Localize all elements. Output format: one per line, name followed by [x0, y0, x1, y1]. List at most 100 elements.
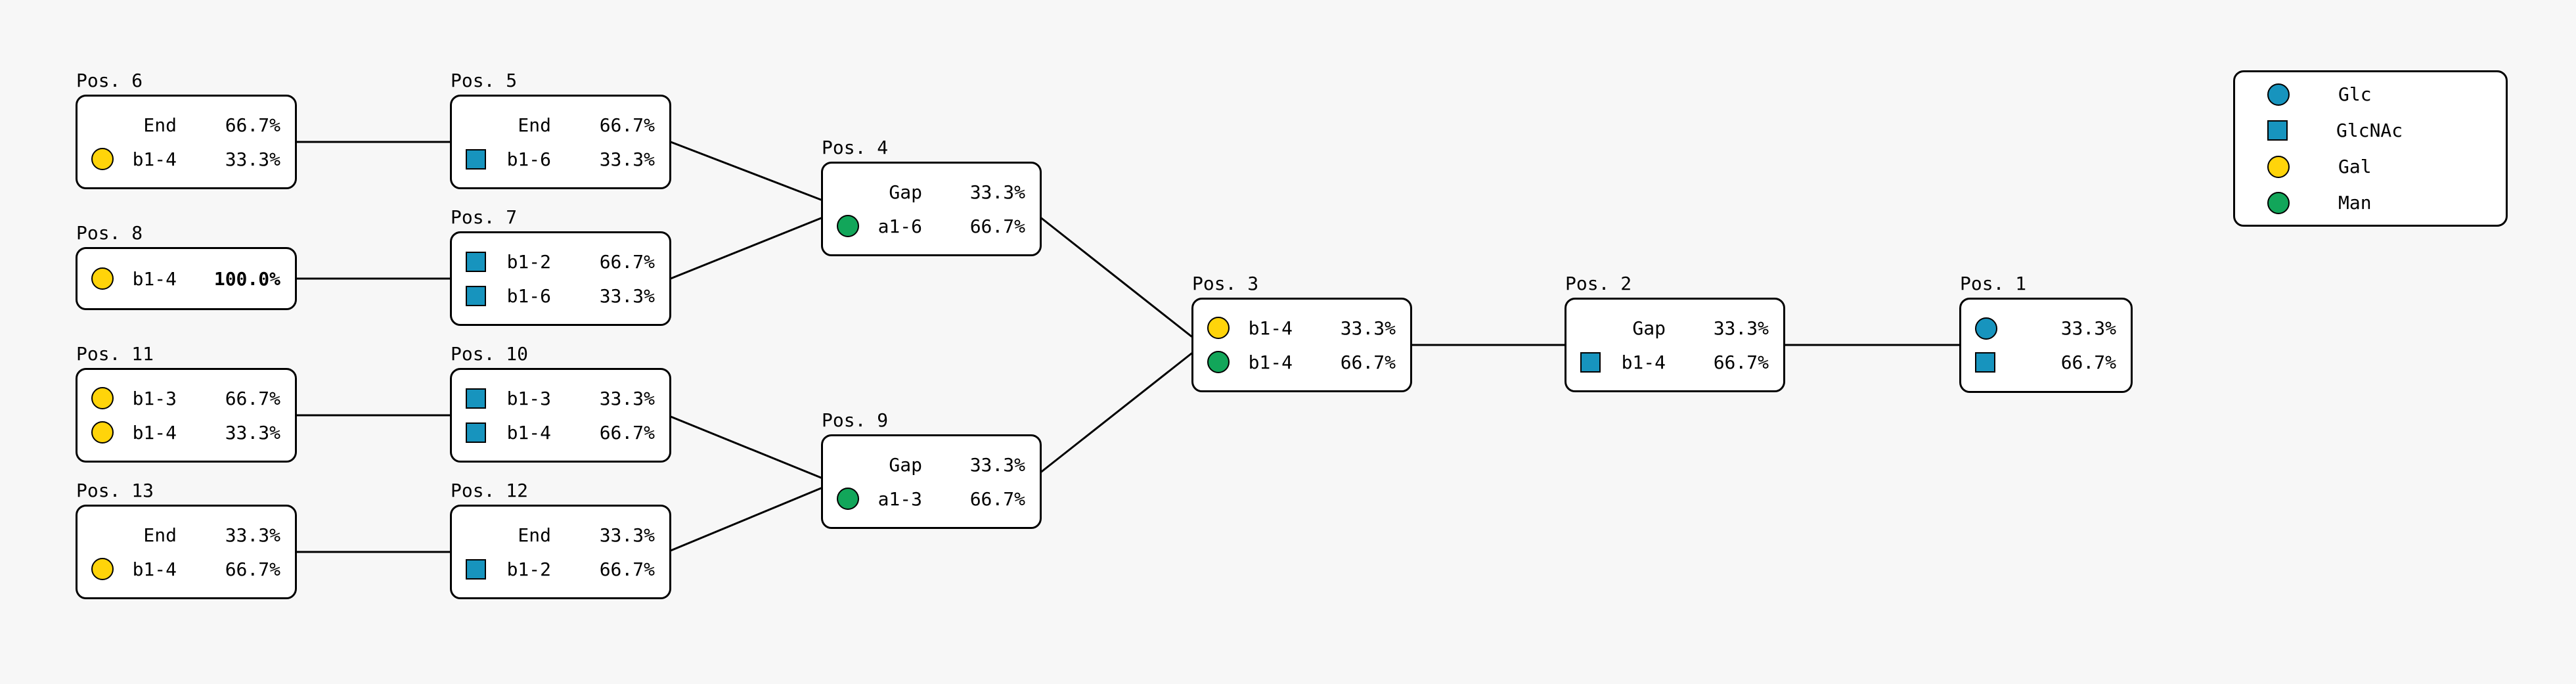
man-icon	[1207, 351, 1230, 373]
icon-cell	[823, 488, 860, 510]
percentage-value: 66.7%	[1340, 351, 1396, 373]
node-title: Pos. 6	[76, 70, 143, 91]
percentage-value: 33.3%	[225, 524, 280, 546]
icon-cell	[78, 387, 114, 409]
percentage-value: 33.3%	[969, 181, 1025, 203]
gal-icon	[91, 267, 114, 290]
gal-icon	[2267, 155, 2290, 178]
glc-icon	[2267, 83, 2290, 106]
percentage-value: 66.7%	[225, 558, 280, 580]
percentage-value: 100.0%	[213, 267, 280, 290]
legend-label: Glc	[2338, 83, 2372, 105]
percentage-value: 66.7%	[1713, 351, 1769, 373]
percentage-value: 66.7%	[599, 114, 655, 136]
linkage-label: b1-6	[506, 285, 551, 307]
node-row: 33.3%	[1961, 311, 2131, 346]
percentage-value: 66.7%	[969, 488, 1025, 510]
glcnac-icon	[466, 559, 486, 580]
node-title: Pos. 4	[822, 137, 889, 158]
glcnac-icon	[466, 285, 486, 306]
node-row: b1-4 66.7%	[1193, 345, 1410, 379]
linkage-label: End	[518, 524, 551, 546]
percentage-value: 66.7%	[2060, 352, 2116, 373]
percentage-value: 66.7%	[225, 387, 280, 409]
percentage-value: 33.3%	[1713, 317, 1769, 339]
percentage-value: 33.3%	[225, 148, 280, 170]
legend-item-glcnac: GlcNAc	[2235, 112, 2506, 148]
percentage-value: 33.3%	[2060, 317, 2116, 339]
linkage-label: b1-4	[132, 148, 177, 170]
percentage-value: 66.7%	[969, 215, 1025, 237]
gal-icon	[91, 148, 114, 170]
icon-cell	[78, 558, 114, 580]
gal-icon	[91, 558, 114, 580]
icon-cell	[1566, 352, 1603, 373]
node-title: Pos. 2	[1565, 273, 1632, 294]
node-title: Pos. 5	[451, 70, 518, 91]
icon-cell	[452, 559, 489, 580]
edge-line	[669, 415, 822, 479]
icon-cell	[452, 251, 489, 272]
edge-line	[1038, 352, 1193, 474]
glcnac-icon	[466, 148, 486, 170]
percentage-value: 33.3%	[225, 421, 280, 444]
node-row: b1-4 66.7%	[452, 415, 669, 449]
percentage-value: 33.3%	[599, 285, 655, 307]
node-row: b1-6 33.3%	[452, 279, 669, 313]
percentage-value: 33.3%	[969, 453, 1025, 476]
legend-label: Gal	[2338, 156, 2372, 177]
linkage-label: a1-6	[877, 215, 922, 237]
glcnac-icon	[1975, 352, 1995, 373]
edge-line	[669, 141, 822, 201]
node-title: Pos. 3	[1192, 273, 1259, 294]
icon-cell	[1193, 317, 1230, 339]
legend-item-man: Man	[2235, 185, 2506, 221]
node-row: a1-6 66.7%	[823, 209, 1040, 243]
man-icon	[837, 488, 859, 510]
linkage-label: b1-6	[506, 148, 551, 170]
icon-cell	[452, 285, 489, 306]
percentage-value: 66.7%	[599, 421, 655, 444]
node-row: Gap 33.3%	[1566, 311, 1783, 345]
node-title: Pos. 7	[451, 206, 518, 228]
legend-item-gal: Gal	[2235, 148, 2506, 185]
legend-item-glc: Glc	[2235, 76, 2506, 112]
man-icon	[2267, 191, 2290, 214]
linkage-label: End	[143, 524, 177, 546]
glc-icon	[1975, 317, 1997, 340]
icon-cell	[78, 148, 114, 170]
icon-cell	[78, 267, 114, 290]
icon-cell	[1193, 351, 1230, 373]
linkage-label: b1-4	[1248, 351, 1293, 373]
linkage-label: Gap	[1632, 317, 1666, 339]
gal-icon	[91, 387, 114, 409]
edge-line	[669, 487, 822, 552]
linkage-label: End	[518, 114, 551, 136]
linkage-label: b1-4	[506, 421, 551, 444]
